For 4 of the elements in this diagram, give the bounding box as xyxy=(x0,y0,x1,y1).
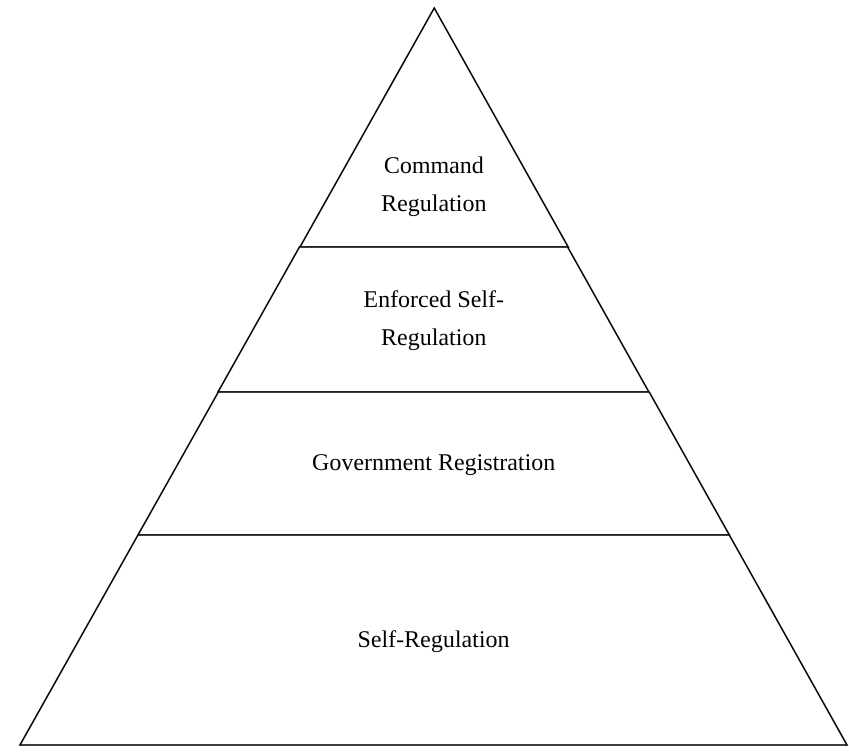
tier-label: Enforced Self-Regulation xyxy=(362,286,506,353)
tier-label: Command Regulation xyxy=(380,152,488,219)
tier-label: Self-Regulation xyxy=(356,626,510,655)
tier-label: Government Registration xyxy=(310,449,556,478)
